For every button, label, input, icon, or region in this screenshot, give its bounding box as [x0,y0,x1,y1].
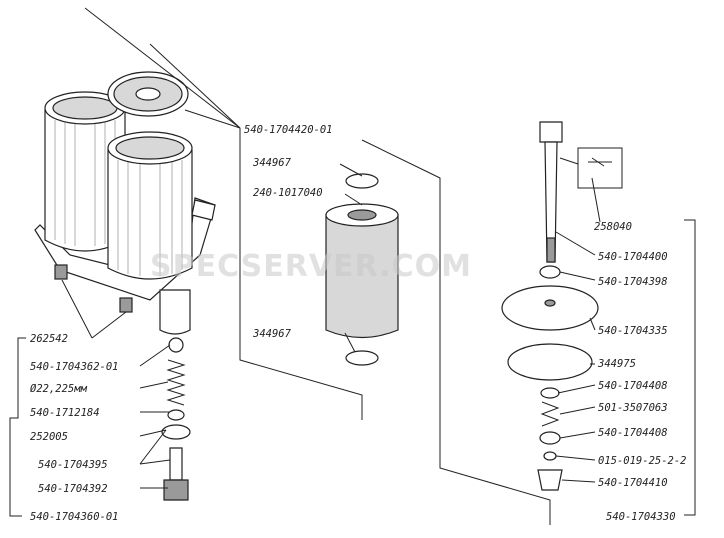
label-540-1704408-b: 540-1704408 [598,427,668,439]
label-501-3507063: 501-3507063 [598,402,668,414]
washer-small-1 [539,265,561,279]
seal-ring-top [345,173,379,189]
label-540-1704362-01: 540-1704362-01 [30,361,119,373]
label-540-1704330: 540-1704330 [606,511,676,523]
label-258040: 258040 [594,221,632,233]
o-ring-large [507,343,593,381]
label-540-1704420-01: 540-1704420-01 [244,124,333,136]
part-labels: 540-1704420-01 344967 240-1017040 344967… [30,124,687,523]
label-240-1017040: 240-1017040 [253,187,323,199]
label-540-1704360-01: 540-1704360-01 [30,511,119,523]
label-540-1712184: 540-1712184 [30,407,100,419]
watermark-text: SPECSERVER.COM [150,249,472,284]
seal-ring-bottom [345,350,379,366]
label-015-019-25-2-2: 015-019-25-2-2 [598,455,687,467]
label-344967-bottom: 344967 [252,328,292,340]
label-252005: 252005 [30,431,68,443]
label-540-1704395: 540-1704395 [38,459,108,471]
label-540-1704408-a: 540-1704408 [598,380,668,392]
spring-washer-stack [537,387,563,491]
label-540-1704410: 540-1704410 [598,477,668,489]
relief-valve-stack [161,337,191,501]
pressure-plate [501,285,599,331]
split-pin-detail [577,147,623,189]
label-22-225mm: Ø22,225мм [30,383,88,395]
label-540-1704400: 540-1704400 [598,251,668,263]
label-344967-top: 344967 [252,157,292,169]
filter-housing [34,91,216,335]
filter-cover-disc [107,71,189,117]
center-bolt [539,121,563,263]
label-540-1704392: 540-1704392 [38,483,108,495]
label-262542: 262542 [30,333,68,345]
leader-lines [9,7,696,525]
label-344975: 344975 [597,358,636,370]
filter-element [325,203,399,339]
label-540-1704398: 540-1704398 [598,276,668,288]
label-540-1704335: 540-1704335 [598,325,668,337]
